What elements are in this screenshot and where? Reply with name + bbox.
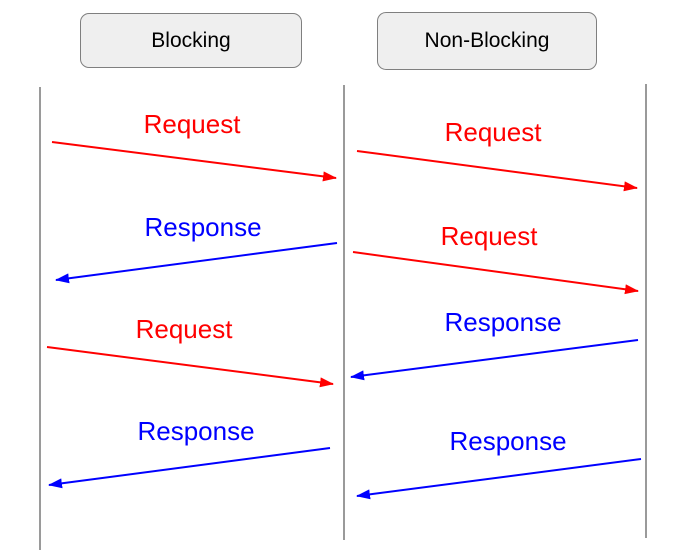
message-label-response: Response (449, 426, 567, 456)
header-label-blocking: Blocking (151, 28, 231, 52)
arrow-nonblocking-response-2 (356, 458, 642, 500)
message-label-response: Response (137, 416, 255, 446)
message-label-request: Request (440, 221, 538, 251)
arrow-nonblocking-request-2 (352, 251, 639, 295)
message-label-response: Response (444, 307, 562, 337)
message-label-request: Request (444, 117, 542, 147)
arrow-nonblocking-request-1 (356, 150, 638, 192)
header-box-non-blocking: Non-Blocking (377, 12, 597, 70)
arrow-blocking-request-2 (46, 346, 334, 388)
arrow-nonblocking-response-1 (350, 339, 639, 381)
message-label-response: Response (144, 212, 262, 242)
header-label-non-blocking: Non-Blocking (424, 29, 550, 52)
arrow-blocking-request-1 (51, 141, 337, 182)
message-label-request: Request (135, 314, 233, 344)
arrow-blocking-response-1 (55, 242, 338, 284)
header-box-blocking: Blocking (80, 13, 302, 68)
message-label-request: Request (143, 109, 241, 139)
arrow-blocking-response-2 (48, 447, 331, 489)
